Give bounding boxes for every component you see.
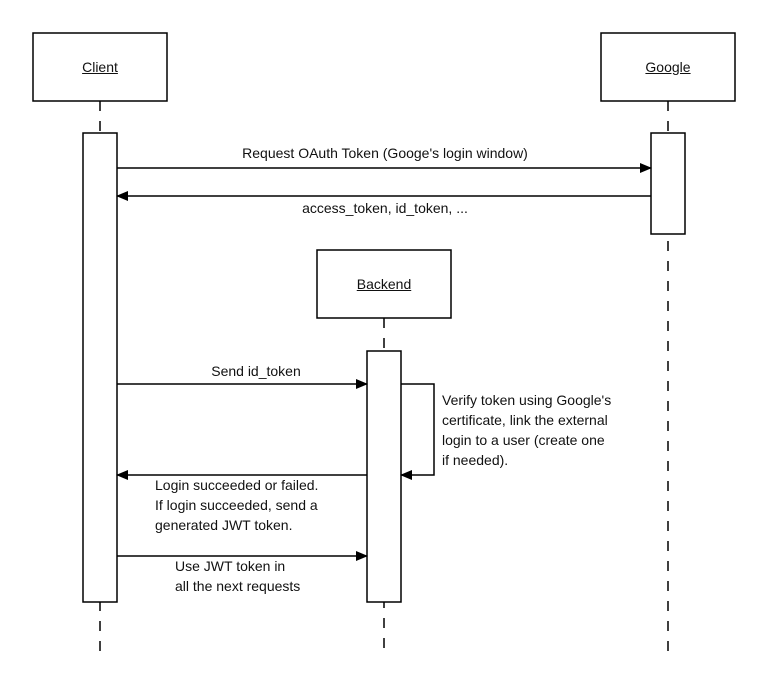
tokens-returned-label: access_token, id_token, ... (302, 200, 468, 216)
use-jwt-label: Use JWT token in all the next requests (175, 558, 301, 594)
backend-actor-label: Backend (356, 276, 412, 292)
google-activation-bar (650, 132, 686, 235)
client-actor-label: Client (82, 59, 118, 75)
verify-self-arrow (400, 383, 435, 480)
verify-token-note: Verify token using Google's certificate,… (442, 392, 612, 468)
google-actor-box (600, 32, 736, 102)
request-oauth-label: Request OAuth Token (Googe's login windo… (242, 145, 528, 161)
login-result-label: Login succeeded or failed. If login succ… (155, 477, 319, 533)
backend-actor-box (316, 249, 452, 319)
client-activation-bar (82, 132, 118, 603)
client-actor-box (32, 32, 168, 102)
backend-activation-bar (366, 350, 402, 603)
google-actor-label: Google (645, 59, 691, 75)
send-id-token-label: Send id_token (211, 363, 301, 379)
